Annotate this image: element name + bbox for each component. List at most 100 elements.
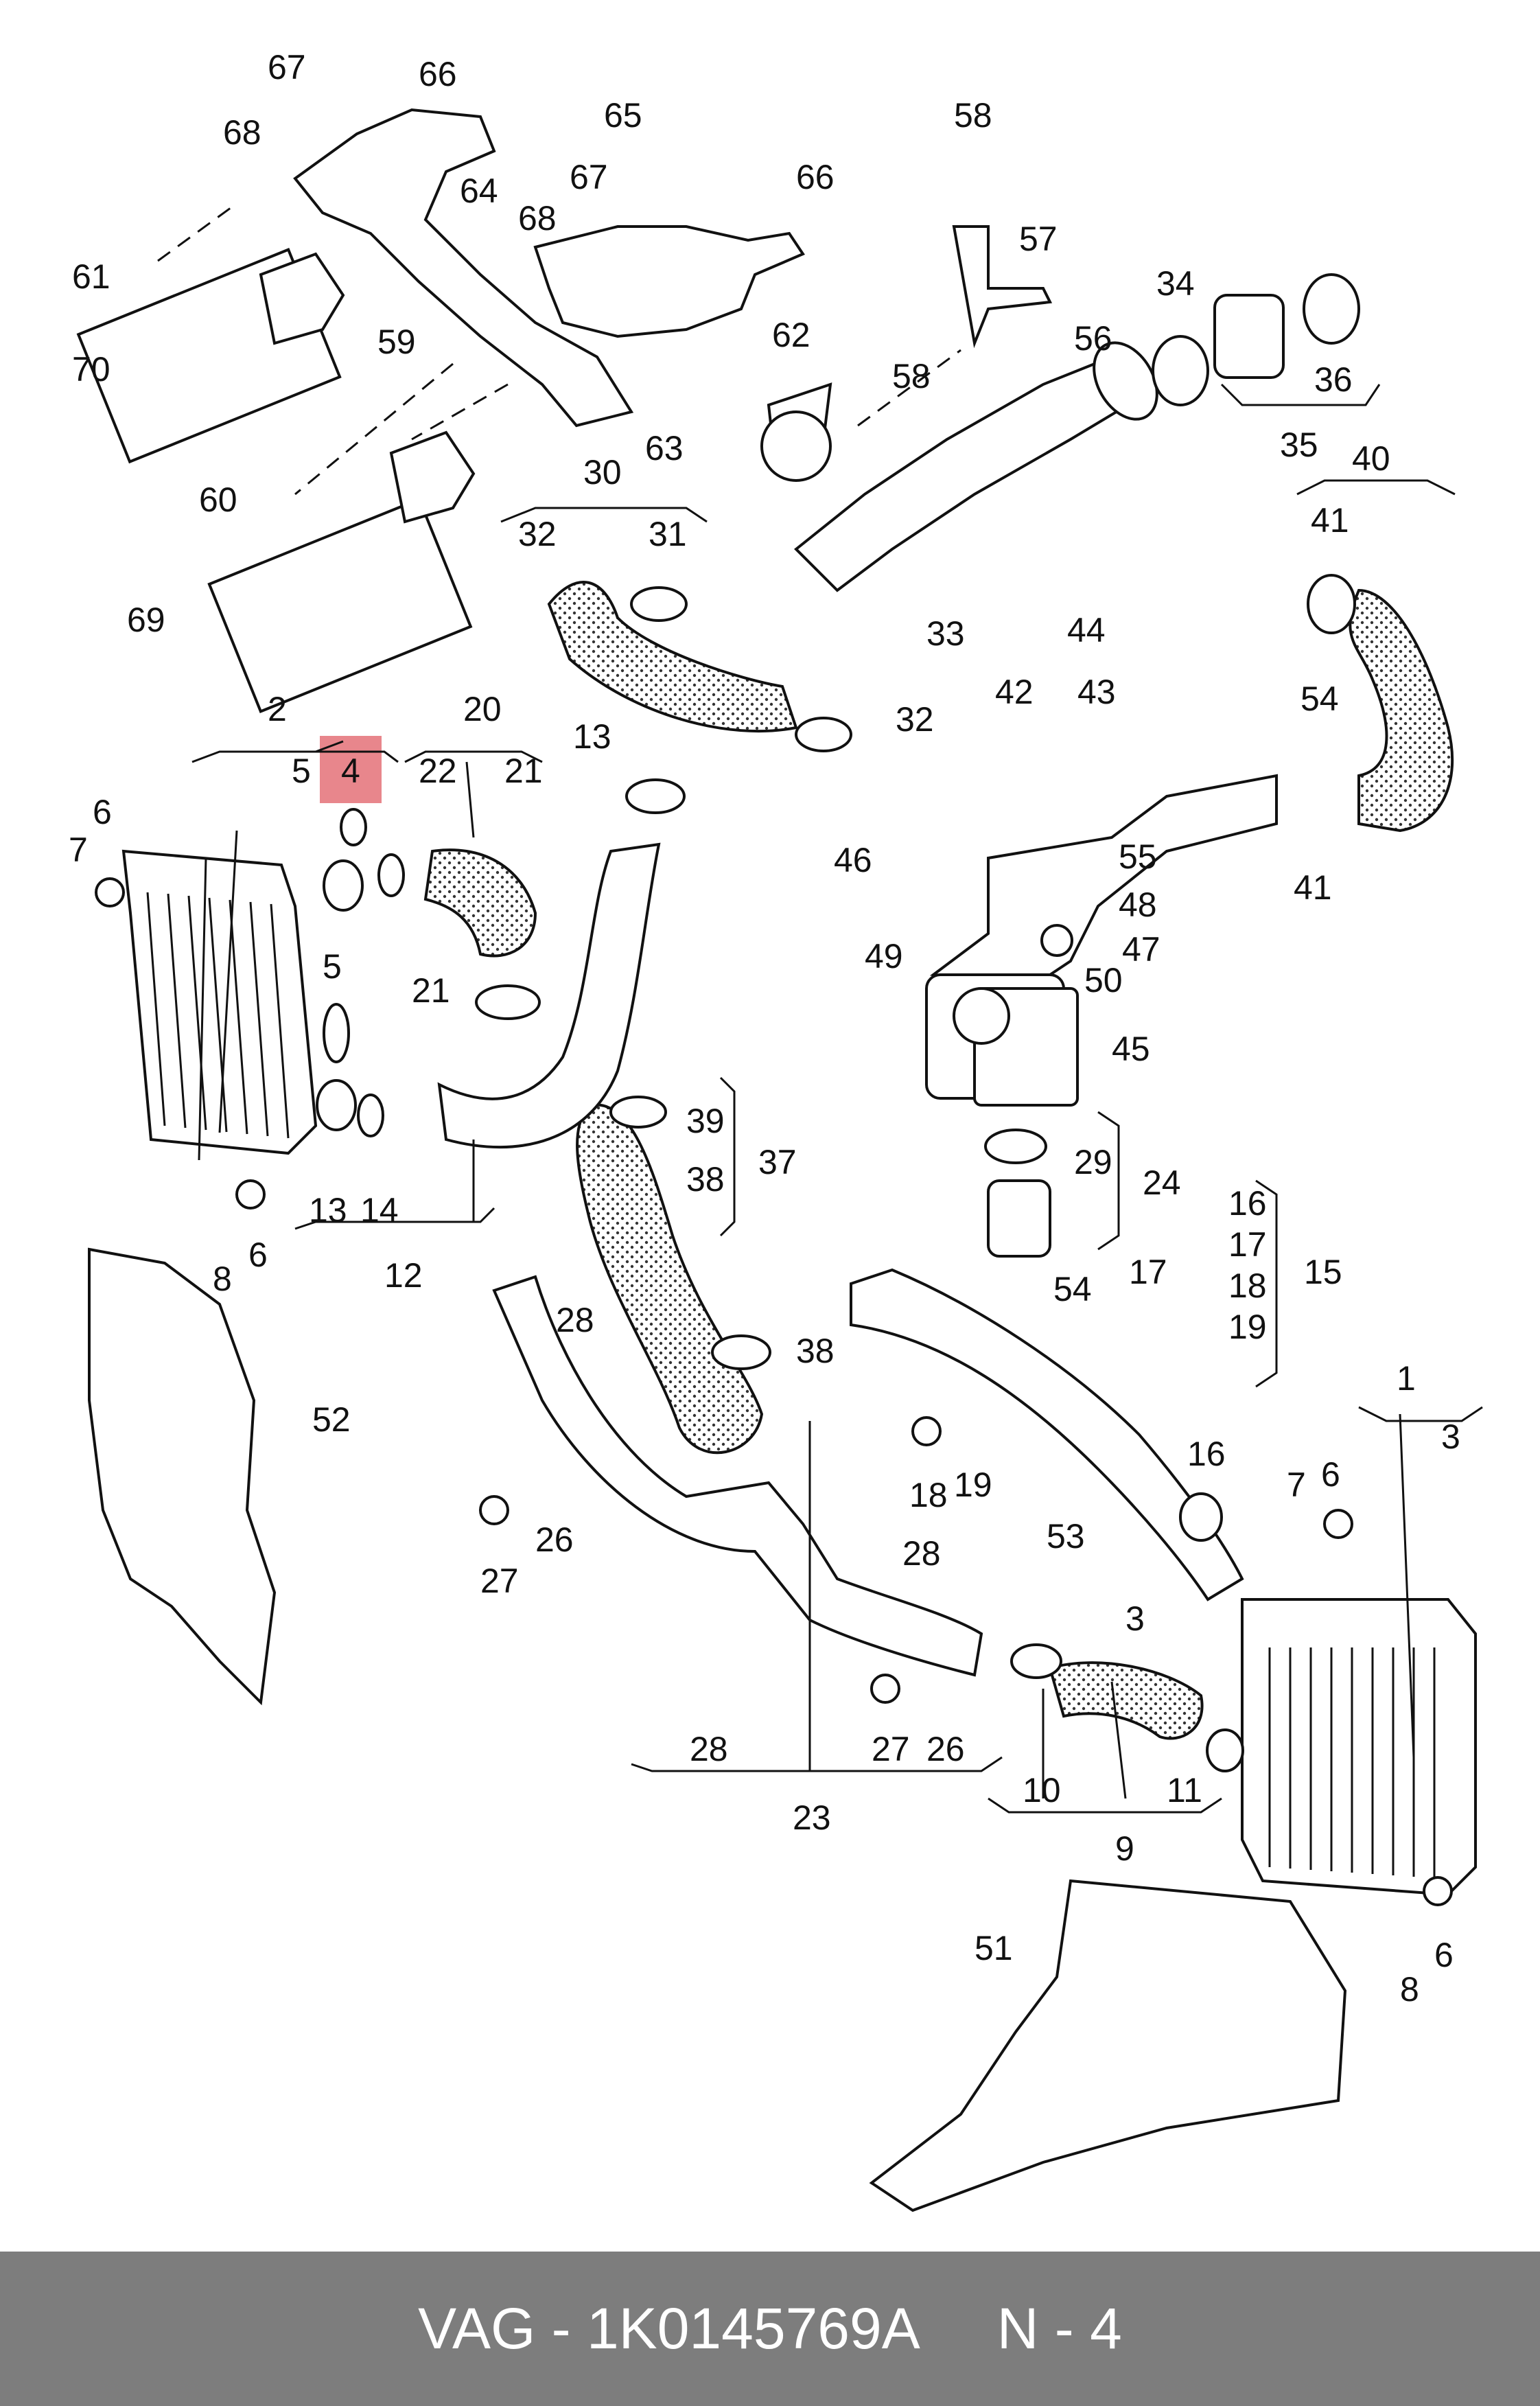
air-guide-52 — [88, 1247, 277, 1706]
callout-15: 15 — [1304, 1253, 1342, 1291]
callout-8: 8 — [213, 1260, 232, 1298]
callout-34: 34 — [1156, 264, 1195, 303]
callout-32: 32 — [518, 515, 557, 553]
hose-38 — [576, 1103, 764, 1455]
callout-26: 26 — [535, 1520, 574, 1559]
callout-16b: 16 — [1187, 1435, 1226, 1473]
part-number-caption: VAG - 1K0145769A N - 4 — [418, 2296, 1122, 2361]
callout-68: 68 — [223, 113, 261, 152]
clamp-32 — [795, 717, 852, 752]
callout-57: 57 — [1019, 220, 1058, 258]
o-ring-16 — [1179, 1492, 1223, 1542]
callout-28: 28 — [556, 1301, 594, 1339]
nut-27a — [479, 1495, 509, 1525]
callout-24: 24 — [1143, 1164, 1181, 1202]
callout-8b: 8 — [1400, 1970, 1419, 2009]
callout-22: 22 — [419, 752, 457, 790]
callout-59: 59 — [377, 323, 416, 361]
o-ring-22 — [377, 853, 405, 897]
callout-5b: 5 — [323, 947, 342, 986]
callout-10: 10 — [1023, 1771, 1061, 1809]
clamp-10 — [1010, 1643, 1062, 1679]
charge-pipe-23 — [492, 1275, 983, 1677]
sleeve-24 — [987, 1179, 1051, 1258]
callout-55: 55 — [1119, 837, 1157, 876]
callout-12: 12 — [384, 1256, 423, 1295]
callout-58b: 58 — [892, 357, 931, 395]
callout-39: 39 — [686, 1102, 725, 1140]
callout-38b: 38 — [796, 1332, 835, 1370]
callout-36: 36 — [1314, 360, 1353, 399]
callout-49: 49 — [865, 937, 903, 975]
clamp-39 — [609, 1096, 667, 1129]
callout-38: 38 — [686, 1160, 725, 1199]
air-guide-51 — [869, 1879, 1347, 2212]
callout-4: 4 — [341, 752, 360, 790]
callout-23: 23 — [793, 1798, 831, 1837]
callout-58: 58 — [954, 96, 992, 135]
callout-41b: 41 — [1294, 868, 1332, 907]
callout-51: 51 — [975, 1929, 1013, 1967]
callout-45: 45 — [1112, 1030, 1150, 1068]
callout-42: 42 — [995, 673, 1034, 711]
callout-65: 65 — [604, 96, 642, 135]
callout-46: 46 — [834, 841, 872, 879]
clamp-38 — [711, 1334, 771, 1370]
callout-62: 62 — [772, 316, 810, 354]
callout-61: 61 — [72, 257, 110, 296]
o-ring-4 — [340, 808, 367, 846]
hose-32-upper — [547, 581, 798, 733]
charge-pipe-12 — [437, 842, 661, 1149]
callout-31: 31 — [649, 515, 687, 553]
callout-67b: 67 — [570, 158, 608, 196]
o-ring-14 — [357, 1094, 384, 1137]
charge-pipe-upper — [760, 225, 1158, 592]
callout-14: 14 — [360, 1191, 399, 1229]
callout-70: 70 — [72, 350, 110, 389]
callout-18: 18 — [1228, 1266, 1267, 1305]
callout-28b: 28 — [902, 1534, 941, 1573]
callout-21b: 21 — [412, 971, 450, 1010]
nut-6a — [95, 877, 125, 907]
o-ring-11 — [1206, 1728, 1244, 1772]
nut-6d — [1423, 1876, 1453, 1906]
callout-16: 16 — [1228, 1184, 1267, 1223]
o-ring-5 — [323, 1003, 350, 1063]
callout-33: 33 — [926, 614, 965, 653]
callout-11: 11 — [1167, 1771, 1202, 1809]
callout-54b: 54 — [1053, 1270, 1092, 1308]
callout-7b: 7 — [1287, 1466, 1306, 1504]
callout-48: 48 — [1119, 886, 1157, 924]
callout-41: 41 — [1311, 501, 1349, 540]
callout-21: 21 — [504, 752, 543, 790]
callout-56: 56 — [1074, 319, 1112, 358]
callout-47: 47 — [1122, 930, 1160, 969]
charge-pipe-15 — [850, 1268, 1244, 1601]
callout-69: 69 — [127, 601, 165, 639]
callout-37: 37 — [758, 1143, 797, 1181]
callout-2: 2 — [268, 690, 287, 728]
callout-17b: 17 — [1129, 1253, 1167, 1291]
callout-43: 43 — [1077, 673, 1116, 711]
callout-7: 7 — [69, 831, 88, 869]
clamp-31 — [630, 586, 688, 622]
callout-6d: 6 — [1434, 1936, 1454, 1974]
clamp-21 — [475, 984, 541, 1020]
nut-27b — [870, 1674, 900, 1704]
intercooler-right — [1241, 1598, 1477, 1897]
callout-3: 3 — [1441, 1418, 1460, 1456]
callout-27b: 27 — [872, 1730, 910, 1768]
exploded-parts-diagram: 67 66 68 65 58 64 67 66 68 57 61 34 59 6… — [69, 48, 1483, 2212]
callout-13: 13 — [573, 717, 611, 756]
callout-13b: 13 — [309, 1191, 347, 1229]
throttle-body — [925, 774, 1278, 1107]
callout-67: 67 — [268, 48, 306, 86]
callout-5: 5 — [292, 752, 311, 790]
hose-20 — [423, 848, 537, 958]
callout-3b: 3 — [1125, 1599, 1145, 1638]
callout-17: 17 — [1228, 1225, 1267, 1264]
callout-66b: 66 — [796, 158, 835, 196]
callout-20: 20 — [463, 690, 502, 728]
callout-labels: 67 66 68 65 58 64 67 66 68 57 61 34 59 6… — [69, 48, 1460, 2009]
callout-1: 1 — [1397, 1359, 1416, 1398]
